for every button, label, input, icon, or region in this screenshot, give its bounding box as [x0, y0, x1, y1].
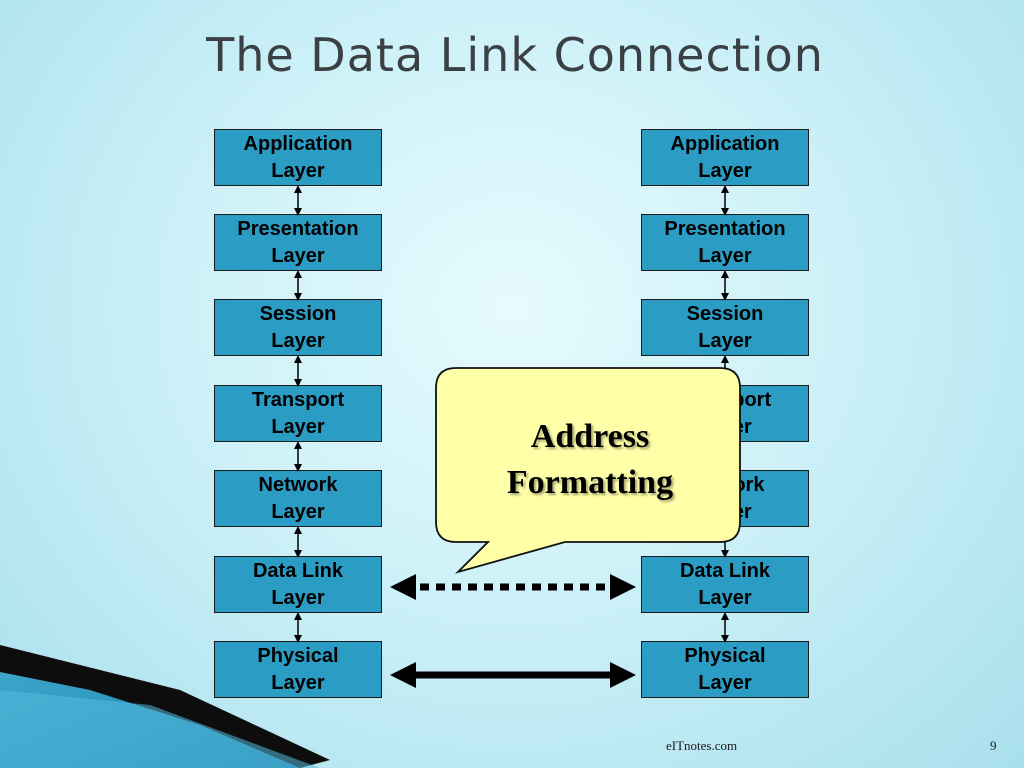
layer-suffix: Layer [698, 586, 752, 609]
footer-source: eITnotes.com [666, 738, 738, 753]
layer-name: Data Link [252, 559, 344, 582]
data-link-dotted-arrow [390, 574, 636, 600]
callout-line1: Address [530, 418, 650, 455]
layer-name: Transport [251, 388, 345, 411]
layer-name: Physical [257, 644, 339, 667]
callout-text: Address Formatting [440, 414, 740, 506]
layer-name: Presentation [664, 217, 786, 240]
layer-name: Session [259, 302, 337, 325]
layer-name: Network [258, 473, 338, 496]
layer-suffix: Layer [271, 671, 325, 694]
slide-title: The Data Link Connection [206, 28, 824, 82]
layer-name: Application [670, 132, 780, 155]
layer-suffix: Layer [698, 159, 752, 182]
layer-suffix: Layer [271, 329, 325, 352]
layer-suffix: Layer [698, 329, 752, 352]
layer-name: Session [686, 302, 764, 325]
layer-name: Physical [684, 644, 766, 667]
layer-suffix: Layer [271, 159, 325, 182]
page-number: 9 [990, 738, 997, 753]
callout-line2: Formatting [506, 464, 674, 501]
layer-name: Application [243, 132, 353, 155]
layer-name: Data Link [679, 559, 771, 582]
physical-solid-arrow [390, 662, 636, 688]
layer-suffix: Layer [271, 586, 325, 609]
layer-suffix: Layer [271, 415, 325, 438]
layer-suffix: Layer [271, 244, 325, 267]
layer-suffix: Layer [271, 500, 325, 523]
layer-suffix: Layer [698, 244, 752, 267]
layer-suffix: Layer [698, 671, 752, 694]
layer-name: Presentation [237, 217, 359, 240]
